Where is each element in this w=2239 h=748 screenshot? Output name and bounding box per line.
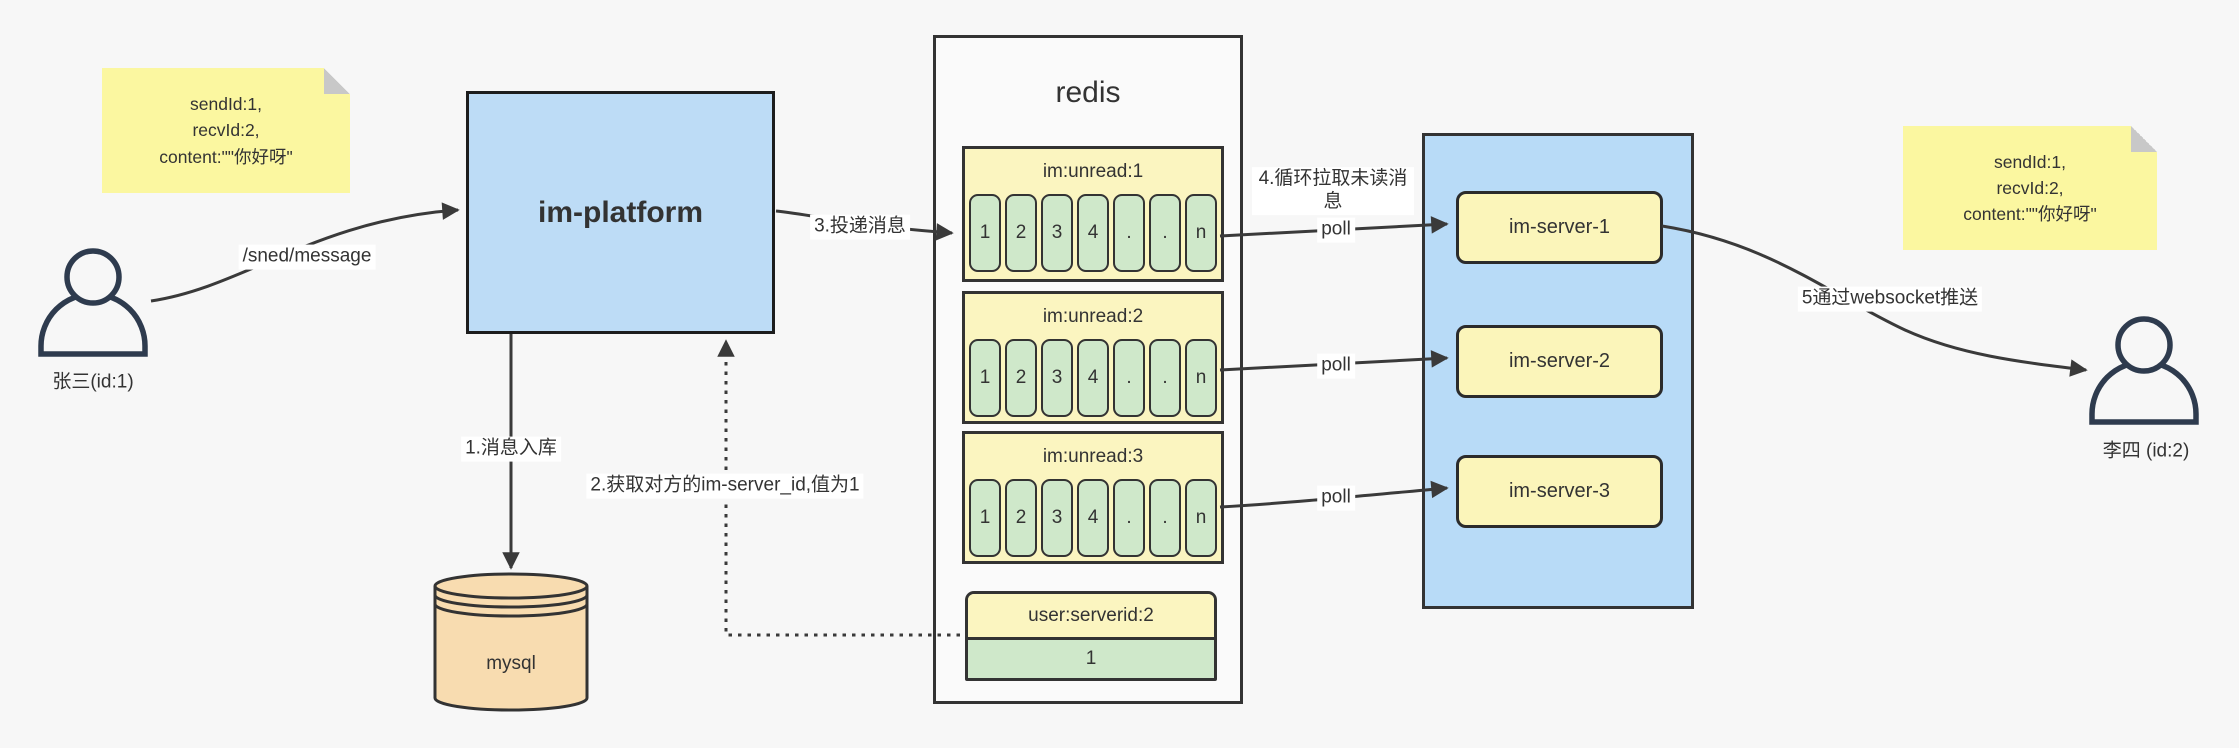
im-server-1-box: im-server-1 bbox=[1456, 191, 1663, 264]
queue-cell: . bbox=[1113, 339, 1145, 417]
queue-cell: n bbox=[1185, 194, 1217, 272]
im-server-3-box: im-server-3 bbox=[1456, 455, 1663, 528]
im-server-2-box: im-server-2 bbox=[1456, 325, 1663, 398]
queue-cells: 1 2 3 4 . . n bbox=[965, 194, 1221, 272]
im-platform-box: im-platform bbox=[466, 91, 775, 334]
queue-header: im:unread:1 bbox=[1042, 160, 1144, 182]
queue-cell: 1 bbox=[969, 479, 1001, 557]
note-line: recvId:2, bbox=[1996, 177, 2064, 198]
step1-label: 1.消息入库 bbox=[461, 436, 561, 462]
note-line: content:""你好呀" bbox=[159, 146, 293, 167]
unread-queue-3: im:unread:3 1 2 3 4 . . n bbox=[962, 431, 1224, 564]
im-server-group-box: im-server-1 im-server-2 im-server-3 bbox=[1422, 133, 1694, 609]
im-platform-label: im-platform bbox=[538, 195, 703, 229]
queue-header: im:unread:2 bbox=[1042, 305, 1144, 327]
mysql-cylinder bbox=[433, 572, 589, 712]
poll-label-1: poll bbox=[1317, 217, 1355, 243]
queue-cell: 3 bbox=[1041, 339, 1073, 417]
queue-cell: 2 bbox=[1005, 479, 1037, 557]
queue-cells: 1 2 3 4 . . n bbox=[965, 339, 1221, 417]
note-line: sendId:1, bbox=[190, 94, 262, 115]
note-left: sendId:1, recvId:2, content:""你好呀" bbox=[102, 68, 350, 193]
note-line: content:""你好呀" bbox=[1963, 204, 2097, 225]
im-server-1-label: im-server-1 bbox=[1508, 216, 1611, 238]
sender-person-icon bbox=[38, 248, 148, 357]
redis-title: redis bbox=[1055, 76, 1121, 109]
receiver-person-icon bbox=[2089, 316, 2199, 425]
queue-cell: 2 bbox=[1005, 339, 1037, 417]
note-line: sendId:1, bbox=[1994, 151, 2066, 172]
send-route-label: /sned/message bbox=[238, 244, 376, 270]
user-serverid-header: user:serverid:2 bbox=[968, 594, 1214, 640]
poll-label-2: poll bbox=[1317, 353, 1355, 379]
step2-label: 2.获取对方的im-server_id,值为1 bbox=[586, 473, 864, 499]
queue-cell: 2 bbox=[1005, 194, 1037, 272]
redis-container: redis im:unread:1 1 2 3 4 . . n im:unrea… bbox=[933, 35, 1243, 704]
queue-cell: . bbox=[1113, 194, 1145, 272]
queue-cell: . bbox=[1149, 479, 1181, 557]
queue-cell: n bbox=[1185, 479, 1217, 557]
step4-label: 4.循环拉取未读消息 bbox=[1252, 167, 1414, 215]
step5-label: 5通过websocket推送 bbox=[1797, 286, 1983, 312]
queue-cell: 1 bbox=[969, 339, 1001, 417]
step3-label: 3.投递消息 bbox=[810, 214, 910, 240]
queue-cell: . bbox=[1149, 194, 1181, 272]
queue-cell: . bbox=[1149, 339, 1181, 417]
note-right: sendId:1, recvId:2, content:""你好呀" bbox=[1903, 126, 2157, 250]
im-server-2-label: im-server-2 bbox=[1508, 350, 1611, 372]
sender-label: 张三(id:1) bbox=[52, 371, 134, 393]
queue-cell: 1 bbox=[969, 194, 1001, 272]
user-serverid-box: user:serverid:2 1 bbox=[965, 591, 1217, 681]
unread-queue-1: im:unread:1 1 2 3 4 . . n bbox=[962, 146, 1224, 282]
receiver-label: 李四 (id:2) bbox=[2102, 440, 2190, 462]
note-fold-icon bbox=[2131, 126, 2157, 152]
queue-header: im:unread:3 bbox=[1042, 445, 1144, 467]
im-server-3-label: im-server-3 bbox=[1508, 480, 1611, 502]
mysql-label: mysql bbox=[486, 653, 536, 674]
queue-cell: . bbox=[1113, 479, 1145, 557]
poll-label-3: poll bbox=[1317, 485, 1355, 511]
queue-cell: 3 bbox=[1041, 479, 1073, 557]
queue-cell: 4 bbox=[1077, 479, 1109, 557]
note-line: recvId:2, bbox=[192, 120, 260, 141]
queue-cell: 4 bbox=[1077, 339, 1109, 417]
queue-cell: n bbox=[1185, 339, 1217, 417]
note-fold-icon bbox=[324, 68, 350, 94]
unread-queue-2: im:unread:2 1 2 3 4 . . n bbox=[962, 291, 1224, 424]
queue-cell: 4 bbox=[1077, 194, 1109, 272]
queue-cell: 3 bbox=[1041, 194, 1073, 272]
queue-cells: 1 2 3 4 . . n bbox=[965, 479, 1221, 557]
user-serverid-value: 1 bbox=[968, 640, 1214, 678]
